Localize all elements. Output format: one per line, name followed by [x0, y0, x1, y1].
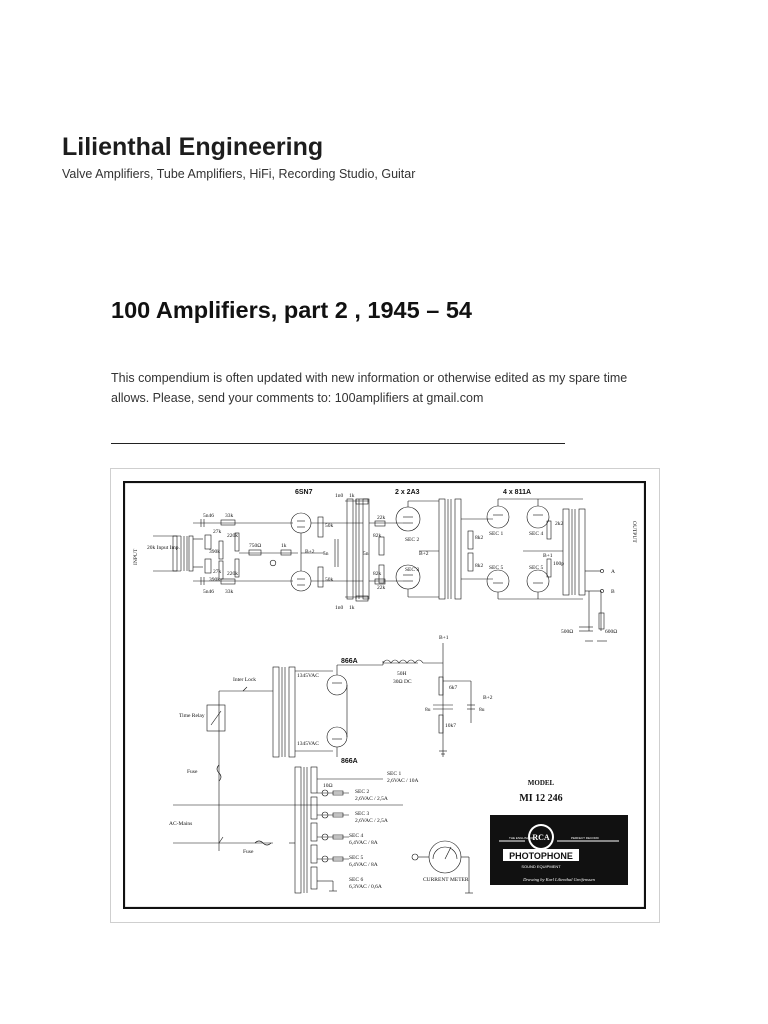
- hv-bottom: 1345VAC: [297, 741, 319, 747]
- res-6k7: 6k7: [449, 685, 458, 691]
- sec-2-driver: SEC 2: [405, 537, 419, 543]
- sec4-spec: 6,4VAC / 8A: [349, 840, 378, 846]
- rail-b2-driver: B+2: [305, 549, 315, 555]
- sec3-spec: 2,6VAC / 2,5A: [355, 818, 388, 824]
- res-8k2-top: 8k2: [475, 535, 484, 541]
- res-82k-top: 82k: [373, 533, 382, 539]
- sec5-spec: 6,4VAC / 8A: [349, 862, 378, 868]
- site-tagline: Valve Amplifiers, Tube Amplifiers, HiFi,…: [62, 167, 416, 181]
- res-1k: 1k: [281, 543, 287, 549]
- res-82k-bottom: 82k: [373, 571, 382, 577]
- output-tap-a: A: [611, 569, 615, 575]
- post-divider: [111, 443, 565, 444]
- cap-8u-right: 8u: [479, 707, 485, 713]
- res-5n-bottom: 5n: [363, 551, 369, 557]
- cap-5n46-top: 5n46: [203, 513, 214, 519]
- res-390k-top: 390k: [209, 549, 220, 555]
- sec6-label: SEC 6: [349, 877, 363, 883]
- amplifier-schematic: 6SN7 2 x 2A3 4 x 811A 866A 866A INPUT 20…: [123, 481, 646, 909]
- sec-1-output: SEC 1: [489, 531, 503, 537]
- res-600: 600Ω: [605, 629, 617, 635]
- output-tap-b: B: [611, 589, 615, 595]
- res-220k-bottom: 220k: [227, 571, 238, 577]
- output-label: OUTPUT: [631, 521, 637, 543]
- res-2k2: 2k2: [555, 521, 564, 527]
- res-27k-top: 27k: [213, 529, 222, 535]
- cap-8u-left: 8u: [425, 707, 431, 713]
- logo-band-right: PERFECT RECORD: [571, 836, 600, 840]
- driver-out-tube-label: 2 x 2A3: [395, 489, 420, 496]
- sec6-spec: 6,3VAC / 0,6A: [349, 884, 382, 890]
- fuse-bottom-label: Fuse: [243, 849, 254, 855]
- cap-1n0-top: 1n0: [335, 493, 344, 499]
- drawing-credit: Drawing by Karl Lilienthal Greifenssen: [522, 877, 596, 882]
- sec3-label: SEC 3: [355, 811, 369, 817]
- sec-5-output-right: SEC 5: [529, 565, 543, 571]
- ac-mains-label: AC-Mains: [169, 821, 192, 827]
- res-8k2-bottom: 8k2: [475, 563, 484, 569]
- hv-top: 1345VAC: [297, 673, 319, 679]
- rectifier-top-label: 866A: [341, 658, 358, 665]
- sec2-label: SEC 2: [355, 789, 369, 795]
- res-10-sec1: 10Ω: [323, 783, 333, 789]
- fuse-left-label: Fuse: [187, 769, 198, 775]
- res-1k-top: 1k: [349, 493, 355, 499]
- rail-b1-output: B+1: [543, 553, 553, 559]
- rail-b1-supply: B+1: [439, 635, 449, 641]
- site-title[interactable]: Lilienthal Engineering: [62, 133, 324, 161]
- res-750: 750Ω: [249, 543, 261, 549]
- interlock-label: Inter Lock: [233, 677, 256, 683]
- schematic-figure: 6SN7 2 x 2A3 4 x 811A 866A 866A INPUT 20…: [110, 468, 660, 923]
- res-50k-top: 50k: [325, 523, 334, 529]
- res-220k-top: 220k: [227, 533, 238, 539]
- driver-tube-label: 6SN7: [295, 489, 313, 496]
- cap-100p: 100p: [553, 561, 564, 567]
- choke-spec: 30Ω DC: [393, 679, 412, 685]
- output-tube-label: 4 x 811A: [503, 489, 531, 496]
- post-title: 100 Amplifiers, part 2 , 1945 – 54: [111, 297, 472, 323]
- cap-5n46-bottom: 5n46: [203, 589, 214, 595]
- logo-band-left: THE ENGLISH OF: [509, 836, 534, 840]
- sec2-spec: 2,6VAC / 2,5A: [355, 796, 388, 802]
- choke-50h: 50H: [397, 671, 407, 677]
- res-10k7: 10k7: [445, 723, 456, 729]
- logo-product: PHOTOPHONE: [509, 851, 573, 861]
- time-relay-label: Time Relay: [179, 713, 205, 719]
- res-50k-bottom: 50k: [325, 577, 334, 583]
- rca-brand: RCA: [532, 833, 550, 842]
- sec-3-driver: SEC 3: [405, 567, 419, 573]
- rail-b2-out: B+2: [419, 551, 429, 557]
- logo-sub: SOUND EQUIPMENT: [521, 864, 561, 869]
- res-22k-top: 22k: [377, 515, 386, 521]
- sec4-label: SEC 4: [349, 833, 363, 839]
- res-500: 500Ω: [561, 629, 573, 635]
- res-22k-bottom: 22k: [377, 585, 386, 591]
- input-impedance: 20k Input Imp.: [147, 545, 180, 551]
- post-intro: This compendium is often updated with ne…: [111, 371, 628, 405]
- cap-1n0-bottom: 1n0: [335, 605, 344, 611]
- rectifier-bottom-label: 866A: [341, 758, 358, 765]
- input-label: INPUT: [133, 548, 139, 565]
- res-27k-bottom: 27k: [213, 569, 222, 575]
- sec1-spec: 2,6VAC / 10A: [387, 778, 419, 784]
- current-meter-label: CURRENT METER: [423, 877, 469, 883]
- res-390k-bottom: 390k: [209, 577, 220, 583]
- sec-4-output: SEC 4: [529, 531, 543, 537]
- rca-photophone-logo: RCA THE ENGLISH OF PERFECT RECORD PHOTOP…: [490, 815, 628, 885]
- res-33k-top: 33k: [225, 513, 234, 519]
- sec5-label: SEC 5: [349, 855, 363, 861]
- sec1-label: SEC 1: [387, 771, 401, 777]
- model-label: MODEL: [528, 779, 555, 787]
- res-1k-bottom: 1k: [349, 605, 355, 611]
- model-number: MI 12 246: [519, 793, 562, 804]
- res-33k-bottom: 33k: [225, 589, 234, 595]
- res-5n-top: 5n: [323, 551, 329, 557]
- sec-5-output-left: SEC 5: [489, 565, 503, 571]
- rail-b2-supply: B+2: [483, 695, 493, 701]
